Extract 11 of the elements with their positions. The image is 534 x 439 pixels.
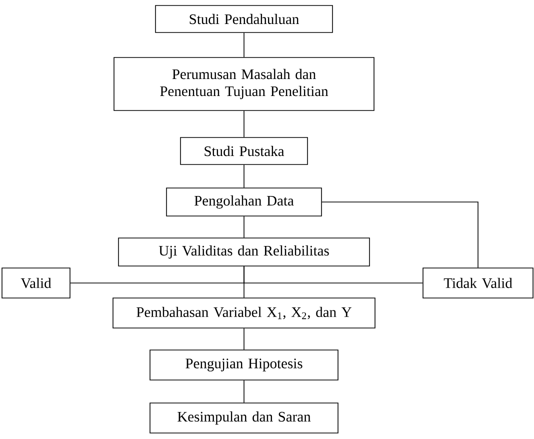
process-box: Pengolahan Data: [166, 188, 322, 216]
process-box: Uji Validitas dan Reliabilitas: [118, 238, 370, 266]
process-box: Tidak Valid: [422, 268, 534, 298]
process-box: Kesimpulan dan Saran: [150, 402, 338, 434]
process-box: Valid: [2, 268, 70, 298]
process-box: Pembahasan Variabel X$_{1}$, X$_{2}$, dan Y: [112, 298, 376, 328]
process-box: Perumusan Masalah dan Penentuan Tujuan Penelitian: [114, 57, 374, 111]
process-box: Studi Pendahuluan: [155, 5, 333, 33]
process-box: Studi Pustaka: [180, 137, 308, 165]
process-box: Pengujian Hipotesis: [150, 350, 338, 380]
connector-line: [322, 202, 478, 268]
